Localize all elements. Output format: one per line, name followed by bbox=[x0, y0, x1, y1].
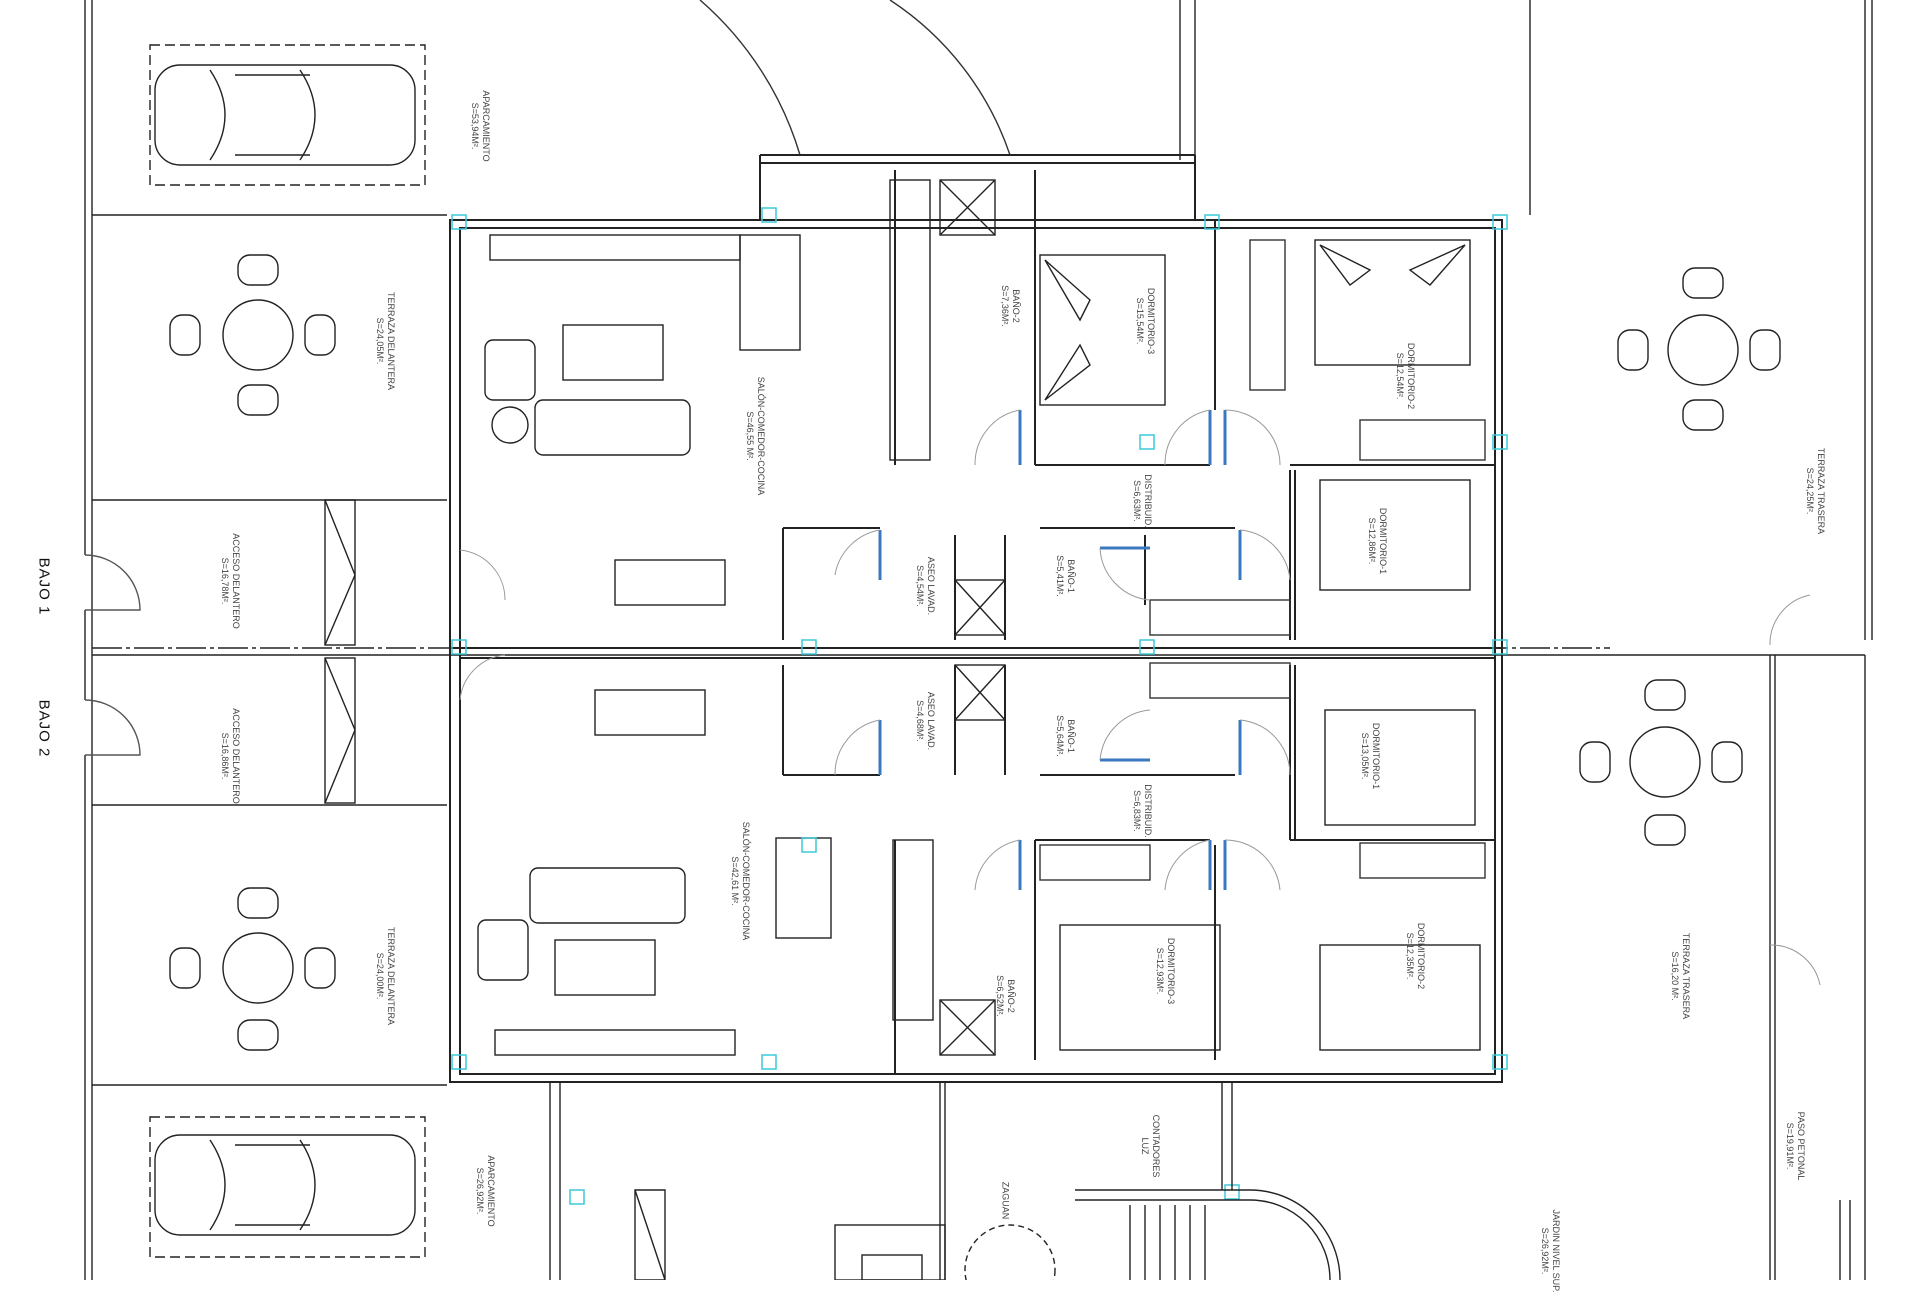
dining-table-icon bbox=[169, 887, 336, 1051]
room-label-b1-distribuid: DISTRIBUID.S=6,63M². bbox=[1132, 474, 1153, 528]
wardrobe bbox=[1039, 239, 1486, 881]
building-walls bbox=[449, 154, 1503, 1083]
kitchen-counter bbox=[489, 179, 934, 1056]
stair bbox=[549, 1082, 1341, 1280]
door-swing bbox=[459, 409, 1821, 986]
dining-table-icon bbox=[169, 254, 336, 416]
dining-table-icon bbox=[1617, 267, 1781, 431]
room-label-b2-aseo: ASEO LAVAD.S=4,68M². bbox=[915, 691, 936, 751]
level-label-bajo1: BAJO 1 bbox=[35, 557, 53, 616]
bed bbox=[1039, 239, 1481, 1051]
living-furniture bbox=[477, 324, 726, 996]
car-icon bbox=[149, 44, 426, 186]
access-area bbox=[84, 499, 356, 804]
shower bbox=[939, 179, 1006, 1056]
door bbox=[878, 410, 1242, 890]
site-boundary bbox=[84, 0, 1873, 1280]
room-label-b2-distribuid: DISTRIBUID.S=6,83M². bbox=[1132, 784, 1153, 838]
room-label-zaguan: ZAGUAN bbox=[1000, 1181, 1011, 1220]
car-icon bbox=[149, 1116, 426, 1258]
level-label-bajo2: BAJO 2 bbox=[35, 699, 53, 758]
room-label-jardin: JARDIN NIVEL SUP.S=26,92M². bbox=[1540, 1209, 1561, 1293]
dining-table-icon bbox=[1579, 679, 1743, 846]
column bbox=[451, 207, 1508, 1205]
room-label-b1-aseo: ASEO LAVAD.S=4,54M². bbox=[915, 556, 936, 616]
